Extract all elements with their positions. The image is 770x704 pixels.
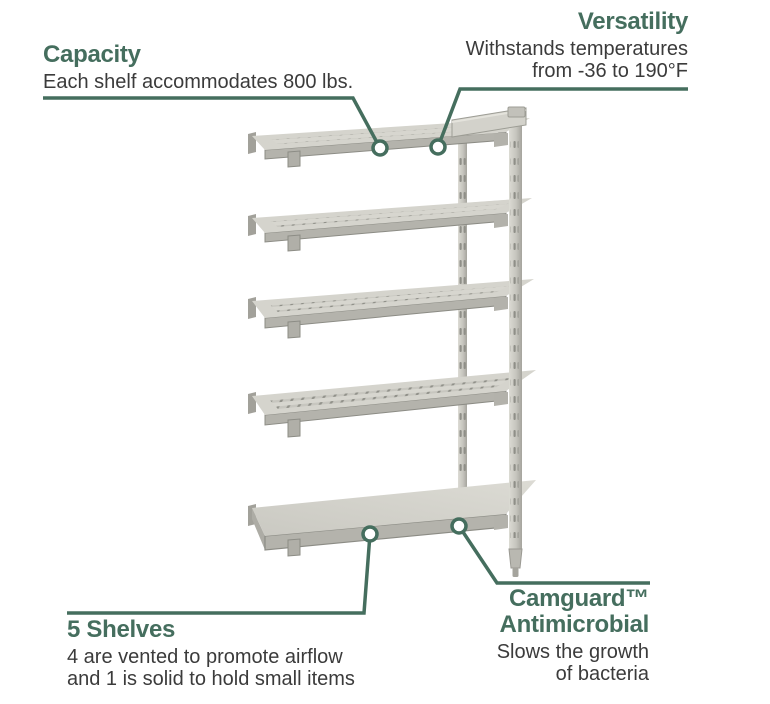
callout-camguard: Camguard™ Antimicrobial Slows the growth… [497, 585, 650, 686]
post-foot-peg [512, 568, 519, 577]
shelf-center-rail [270, 204, 509, 226]
shelf-post-bracket [494, 392, 508, 406]
shelf-post-bracket [494, 133, 508, 147]
front-post [508, 116, 523, 577]
camguard-callout-line [457, 525, 650, 585]
five-shelves-body: 4 are vented to promote airflow and 1 is… [67, 646, 355, 690]
versatility-marker [429, 138, 447, 156]
back-post-slots [459, 148, 467, 478]
shelf-back-tab [248, 132, 256, 154]
shelf-center-rail [270, 286, 509, 311]
vented-shelf [248, 370, 536, 438]
camguard-body-line: of bacteria [555, 663, 649, 685]
solid-shelf [248, 480, 536, 557]
versatility-body-line: Withstands temperatures [465, 38, 688, 60]
shelf-post-bracket [494, 297, 508, 311]
shelf-front-leg [287, 320, 301, 339]
camguard-title-line-1: Camguard™ [509, 585, 649, 612]
capacity-body-line: Each shelf accommodates 800 lbs. [43, 71, 354, 93]
shelf-post-bracket [494, 515, 508, 530]
five-shelves-title: 5 Shelves [67, 616, 176, 643]
callout-five-shelves: 5 Shelves 4 are vented to promote airflo… [67, 616, 355, 691]
camguard-body-line: Slows the growth [496, 641, 649, 663]
capacity-callout-line [43, 96, 382, 149]
five-shelves-marker [361, 525, 379, 543]
capacity-marker [371, 139, 389, 157]
callout-versatility: Versatility Withstands temperatures from… [466, 8, 689, 83]
versatility-title: Versatility [577, 8, 688, 35]
shelf-front-leg [287, 150, 301, 168]
versatility-callout-line [436, 87, 688, 148]
top-rail [451, 106, 527, 138]
versatility-body-line: from -36 to 190°F [532, 60, 688, 82]
camguard-title-line-2: Antimicrobial [499, 611, 650, 638]
five-shelves-body-line: and 1 is solid to hold small items [67, 668, 355, 690]
shelf-post-bracket [494, 214, 508, 228]
camguard-marker [450, 517, 468, 535]
shelf-center-rail [270, 380, 510, 407]
shelf-back-tab [248, 392, 256, 414]
vented-shelf [248, 279, 534, 339]
post-foot [508, 548, 523, 569]
shelf-front-leg [287, 418, 301, 438]
versatility-body: Withstands temperatures from -36 to 190°… [466, 38, 688, 82]
vented-shelf [248, 198, 532, 252]
shelf-front-leg [287, 234, 301, 252]
post-cap [507, 106, 526, 118]
capacity-title: Capacity [43, 41, 141, 68]
camguard-body: Slows the growth of bacteria [497, 641, 649, 685]
shelf-back-tab [248, 214, 256, 236]
shelf-left-edge [252, 508, 265, 550]
shelf-surface [252, 480, 536, 536]
five-shelves-callout-line [67, 533, 372, 615]
callout-capacity: Capacity Each shelf accommodates 800 lbs… [43, 41, 353, 94]
five-shelves-body-line: 4 are vented to promote airflow [67, 646, 343, 668]
capacity-body: Each shelf accommodates 800 lbs. [43, 71, 353, 93]
front-post-slots [510, 140, 519, 538]
shelf-back-tab [248, 297, 256, 319]
shelf-front-leg [287, 538, 301, 557]
